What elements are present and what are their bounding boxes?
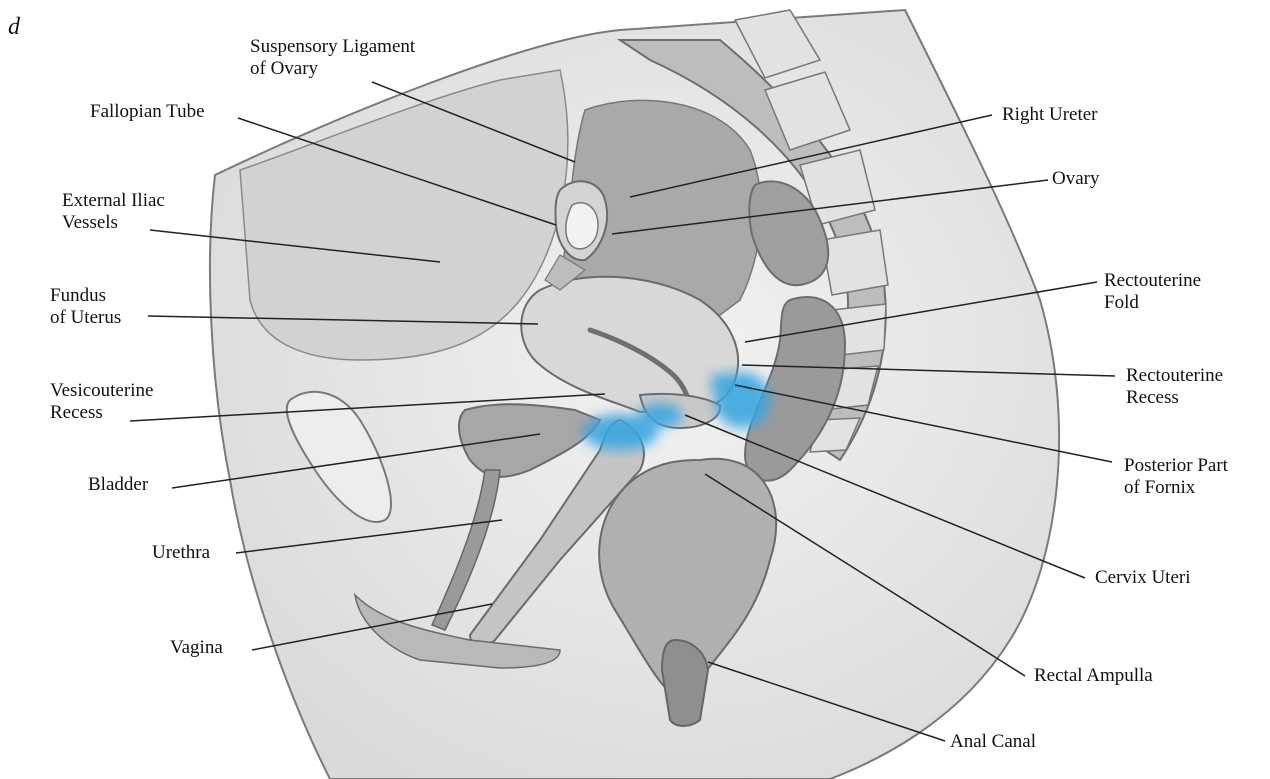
label-posterior-part-of-fornix: Posterior Part of Fornix [1124, 455, 1228, 499]
label-bladder: Bladder [88, 474, 148, 496]
label-ovary: Ovary [1052, 168, 1099, 190]
label-anal-canal: Anal Canal [950, 731, 1036, 753]
label-vagina: Vagina [170, 637, 223, 659]
label-fallopian-tube: Fallopian Tube [90, 101, 205, 123]
label-rectouterine-fold: Rectouterine Fold [1104, 270, 1201, 314]
label-vesicouterine-recess: Vesicouterine Recess [50, 380, 153, 424]
ovary-shape [566, 203, 598, 249]
label-suspensory-ligament: Suspensory Ligament of Ovary [250, 36, 415, 80]
label-urethra: Urethra [152, 542, 210, 564]
label-external-iliac-vessels: External Iliac Vessels [62, 190, 165, 234]
anal-canal-shape [662, 640, 708, 726]
label-fundus-of-uterus: Fundus of Uterus [50, 285, 121, 329]
highlight-anterior-fornix [638, 403, 682, 427]
label-rectouterine-recess: Rectouterine Recess [1126, 365, 1223, 409]
highlight-posterior-fornix [710, 373, 734, 393]
label-rectal-ampulla: Rectal Ampulla [1034, 665, 1153, 687]
label-right-ureter: Right Ureter [1002, 104, 1098, 126]
panel-letter: d [8, 14, 20, 41]
label-cervix-uteri: Cervix Uteri [1095, 567, 1191, 589]
